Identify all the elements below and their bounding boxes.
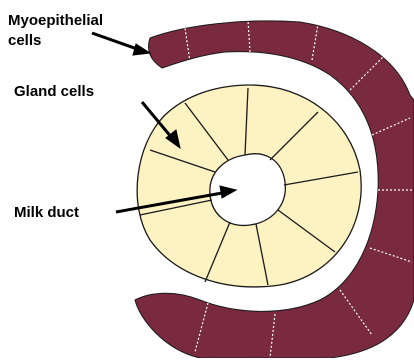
myoepithelial-label-line2: cells bbox=[8, 32, 41, 49]
gland-cells-label: Gland cells bbox=[14, 83, 94, 100]
gland-cells-layer bbox=[137, 85, 361, 287]
milk-duct-label: Milk duct bbox=[14, 204, 79, 221]
myoepithelial-label-line1: Myoepithelial bbox=[8, 12, 103, 29]
labels: Myoepithelial cells Gland cells Milk duc… bbox=[8, 12, 103, 221]
myoepithelial-arrow bbox=[92, 33, 150, 55]
gland-ring bbox=[137, 85, 361, 287]
